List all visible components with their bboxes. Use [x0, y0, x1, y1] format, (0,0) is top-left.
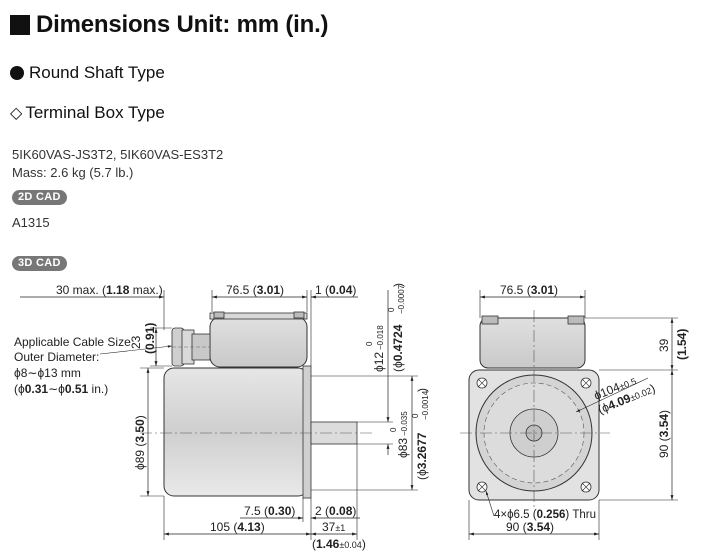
dim-30-max: 30 max. (1.18 max.): [56, 283, 163, 297]
dim-phi-12-in-tol-lower: −0.0007: [397, 284, 406, 314]
front-dim-76-5: 76.5 (3.01): [500, 283, 558, 297]
dim-phi-83: ϕ83: [396, 438, 410, 458]
front-dim-90-horizontal: 90 (3.54): [506, 520, 554, 534]
dim-phi-83-in-tol-lower: −0.0014: [421, 390, 430, 420]
page-heading: Dimensions Unit: mm (in.): [10, 8, 329, 42]
front-dim-39-in: (1.54): [675, 329, 689, 360]
dim-23: 23: [129, 335, 143, 349]
front-dim-90-vertical: 90 (3.54): [657, 410, 671, 458]
cable-note-4: (ϕ0.31∼ϕ0.51 in.): [14, 382, 108, 396]
dim-phi-12: ϕ12: [372, 352, 386, 372]
dim-phi-12-tol-lower: −0.018: [376, 325, 385, 350]
3d-cad-badge[interactable]: 3D CAD: [12, 256, 67, 271]
dim-105: 105 (4.13): [210, 520, 265, 534]
diamond-icon: ◇: [10, 105, 23, 122]
front-dim-39: 39: [657, 338, 671, 352]
side-view: 30 max. (1.18 max.) 76.5 (3.01) 1 (0.04)…: [14, 283, 430, 551]
dim-phi-12-in: (ϕ0.4724: [391, 324, 405, 372]
type-heading: Round Shaft Type: [10, 63, 165, 83]
dim-phi-83-in-close: ): [415, 388, 429, 392]
cable-note-1: Applicable Cable Size: [14, 335, 131, 349]
dim-37: 37±1: [322, 520, 345, 534]
dim-1-46: (1.46±0.04): [312, 537, 366, 551]
dim-phi-83-in: (ϕ3.2677: [415, 432, 429, 480]
dim-phi-89: ϕ89 (3.50): [133, 415, 147, 470]
dim-1: 1 (0.04): [315, 283, 356, 297]
black-square-icon: [10, 15, 30, 35]
dim-76-5: 76.5 (3.01): [226, 283, 284, 297]
dim-phi-83-in-tol-upper: 0: [411, 413, 420, 418]
terminal-box: [209, 316, 308, 368]
front-dim-holes: 4×ϕ6.5 (0.256) Thru: [494, 509, 596, 521]
cable-note-3: ϕ8∼ϕ13 mm: [14, 366, 81, 380]
dim-phi-83-tol-lower: −0.035: [400, 411, 409, 436]
subtype-heading: ◇ Terminal Box Type: [10, 103, 165, 123]
page-title: Dimensions Unit: mm (in.): [36, 11, 329, 38]
front-view: 76.5 (3.01) 39 (1.54) 90 (3.54) ϕ104±0.5…: [460, 283, 689, 540]
cable-note-2: Outer Diameter:: [14, 350, 99, 364]
model-numbers: 5IK60VAS-JS3T2, 5IK60VAS-ES3T2: [12, 147, 224, 162]
type-heading-label: Round Shaft Type: [29, 63, 165, 82]
cable-gland: [171, 327, 211, 367]
subtype-heading-label: Terminal Box Type: [25, 103, 165, 122]
mass-text: Mass: 2.6 kg (5.7 lb.): [12, 165, 134, 180]
2d-cad-badge[interactable]: 2D CAD: [12, 190, 67, 205]
mounting-holes: [476, 377, 592, 493]
dim-phi-12-in-tol-upper: 0: [387, 307, 396, 312]
dim-phi-83-tol-upper: 0: [389, 427, 398, 432]
cad-number: A1315: [12, 215, 50, 230]
dim-7-5: 7.5 (0.30): [244, 504, 295, 518]
front-terminal-box: [479, 317, 586, 369]
dim-phi-12-tol-upper: 0: [365, 341, 374, 346]
dim-2: 2 (0.08): [315, 504, 356, 518]
motor-body: [163, 367, 309, 497]
flange: [302, 365, 312, 499]
dim-phi-12-in-close: ): [391, 283, 405, 287]
dim-23-in: (0.91): [143, 323, 157, 354]
black-circle-icon: [10, 66, 24, 80]
